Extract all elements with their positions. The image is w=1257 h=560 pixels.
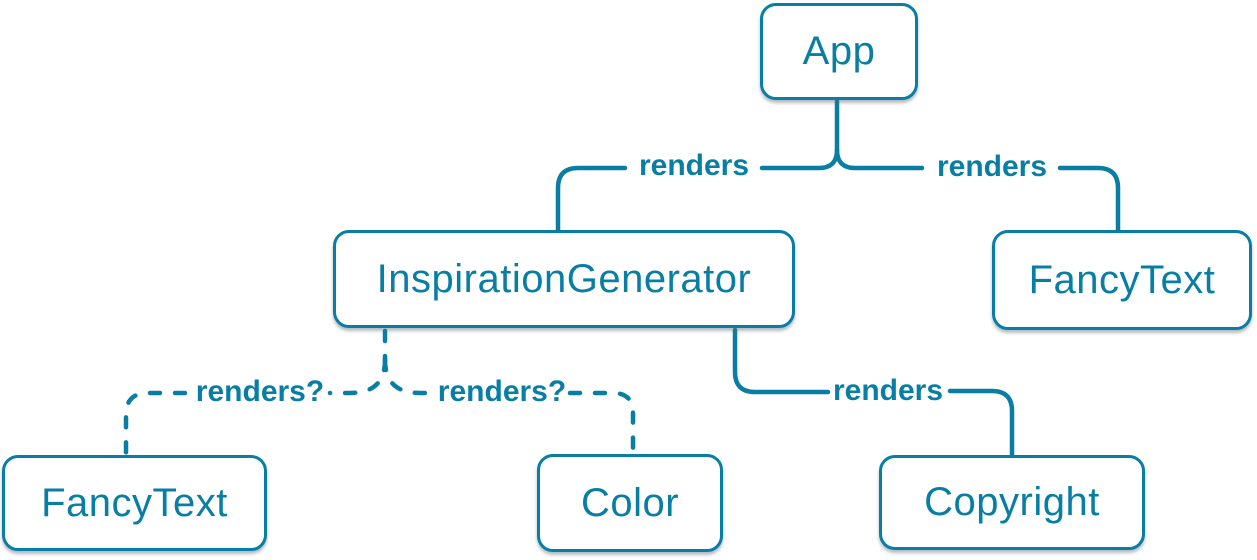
- edge-ig-to-fancytext-dashed-tail: [123, 390, 188, 457]
- edge-ig-to-color-dashed: [382, 357, 433, 396]
- edge-ig-to-fancytext-dashed: [327, 357, 388, 396]
- node-app: App: [760, 3, 918, 100]
- edge-label-renders-right: renders: [936, 150, 1048, 183]
- edge-app-to-inspirationgenerator-tail: [555, 165, 628, 234]
- edge-app-to-inspirationgenerator: [759, 147, 840, 171]
- edge-inspirationgenerator-to-copyright: [732, 327, 831, 395]
- node-fancy-text-top: FancyText: [992, 230, 1252, 330]
- node-inspiration-generator: InspirationGenerator: [333, 230, 795, 328]
- edge-app-to-fancytext-tail: [1057, 165, 1121, 234]
- edge-app-to-fancytext: [834, 147, 925, 171]
- edge-label-renders-left: renders: [638, 149, 750, 182]
- edge-label-renders-question-left: renders?: [195, 375, 325, 408]
- node-fancy-text-bottom: FancyText: [2, 455, 267, 551]
- edge-inspirationgenerator-to-copyright-tail: [947, 388, 1015, 459]
- edge-label-renders-question-right: renders?: [437, 375, 567, 408]
- edge-label-renders-bottom: renders: [832, 374, 944, 407]
- node-color: Color: [537, 454, 723, 552]
- edge-ig-to-color-dashed-tail: [567, 390, 636, 456]
- node-copyright: Copyright: [879, 455, 1145, 550]
